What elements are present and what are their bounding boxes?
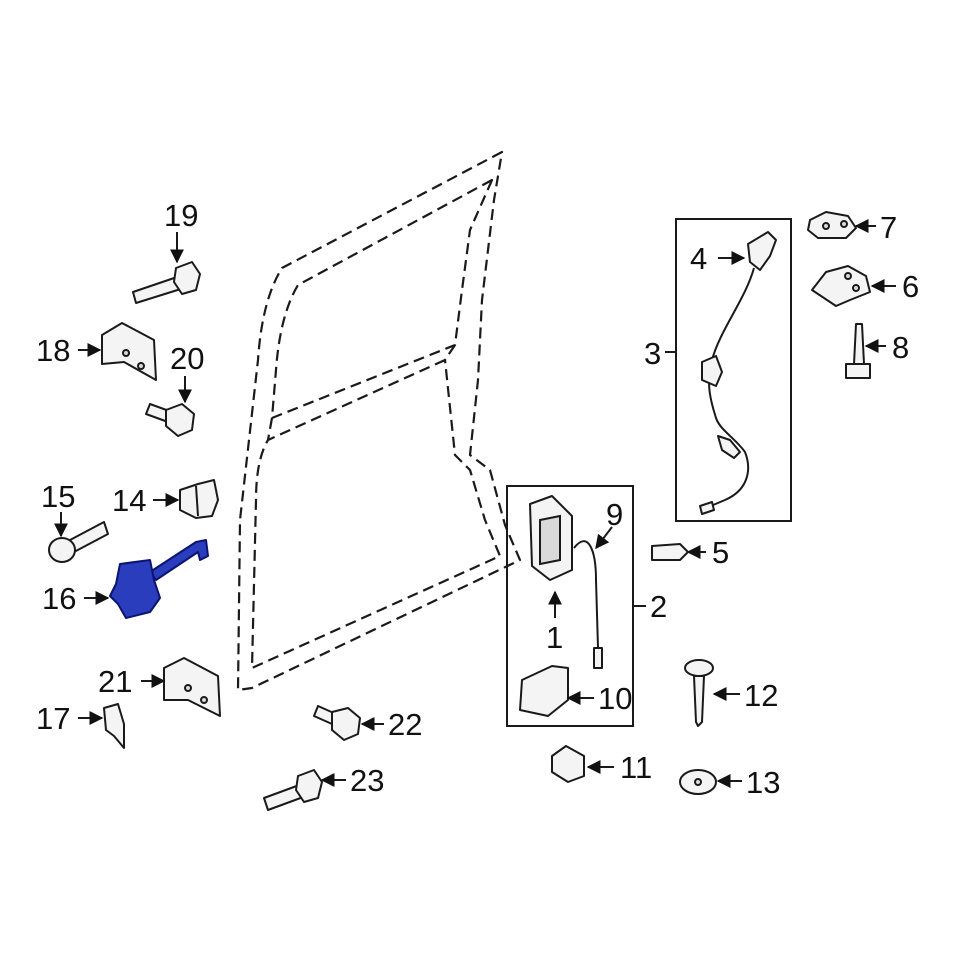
part-16-door-check — [109, 539, 209, 619]
callout-9: 9 — [606, 497, 623, 532]
part-20-bolt — [145, 403, 195, 437]
callout-7: 7 — [880, 210, 897, 245]
callout-10: 10 — [598, 681, 632, 716]
part-3-cable-assembly — [699, 231, 777, 515]
callout-20: 20 — [170, 341, 204, 376]
callout-23: 23 — [350, 763, 384, 798]
part-13-nut — [679, 769, 717, 795]
callout-21: 21 — [98, 664, 132, 699]
part-15-screw — [48, 521, 109, 563]
callout-14: 14 — [112, 483, 146, 518]
callout-17: 17 — [36, 701, 70, 736]
part-10-latch — [519, 665, 569, 717]
callout-19: 19 — [164, 198, 198, 233]
callout-arrows — [54, 219, 896, 788]
part-11-bracket — [551, 745, 585, 783]
part-8-screw — [845, 323, 871, 379]
part-22-bolt — [313, 705, 361, 741]
part-6-bracket — [811, 265, 871, 307]
callout-3: 3 — [644, 336, 661, 371]
callout-5: 5 — [712, 535, 729, 570]
part-19-bolt — [132, 261, 201, 304]
callout-4: 4 — [690, 241, 707, 276]
callout-2: 2 — [650, 589, 667, 624]
callout-1: 1 — [546, 620, 563, 655]
part-17-clip — [103, 703, 125, 749]
callout-11: 11 — [620, 750, 652, 785]
part-23-bolt — [263, 769, 323, 811]
part-5-clip — [651, 543, 689, 561]
callout-18: 18 — [36, 333, 70, 368]
callout-13: 13 — [746, 765, 780, 800]
part-12-screw — [684, 659, 714, 727]
callout-22: 22 — [388, 707, 422, 742]
part-9-rod — [573, 540, 603, 669]
part-1-handle — [529, 495, 573, 581]
part-18-bracket — [101, 322, 157, 381]
part-21-bracket — [163, 657, 221, 717]
callout-6: 6 — [902, 269, 919, 304]
callout-8: 8 — [892, 330, 909, 365]
callout-15: 15 — [41, 479, 75, 514]
callout-12: 12 — [744, 678, 778, 713]
part-14-clip — [179, 479, 219, 519]
part-7-bracket — [807, 211, 857, 239]
callout-16: 16 — [42, 581, 76, 616]
door-outline — [236, 150, 522, 692]
group-box-3 — [675, 218, 792, 522]
